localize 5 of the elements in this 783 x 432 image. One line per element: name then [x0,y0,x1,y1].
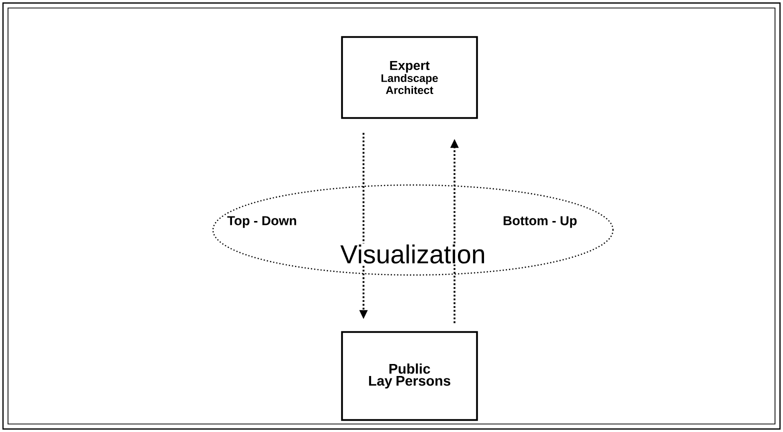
box: Expert Landscape Architect [341,36,478,119]
label: Bottom - Up [504,216,577,228]
heading: Visualization [339,243,487,265]
label: Top - Down [227,216,296,228]
box: Public Lay Persons [341,331,478,421]
